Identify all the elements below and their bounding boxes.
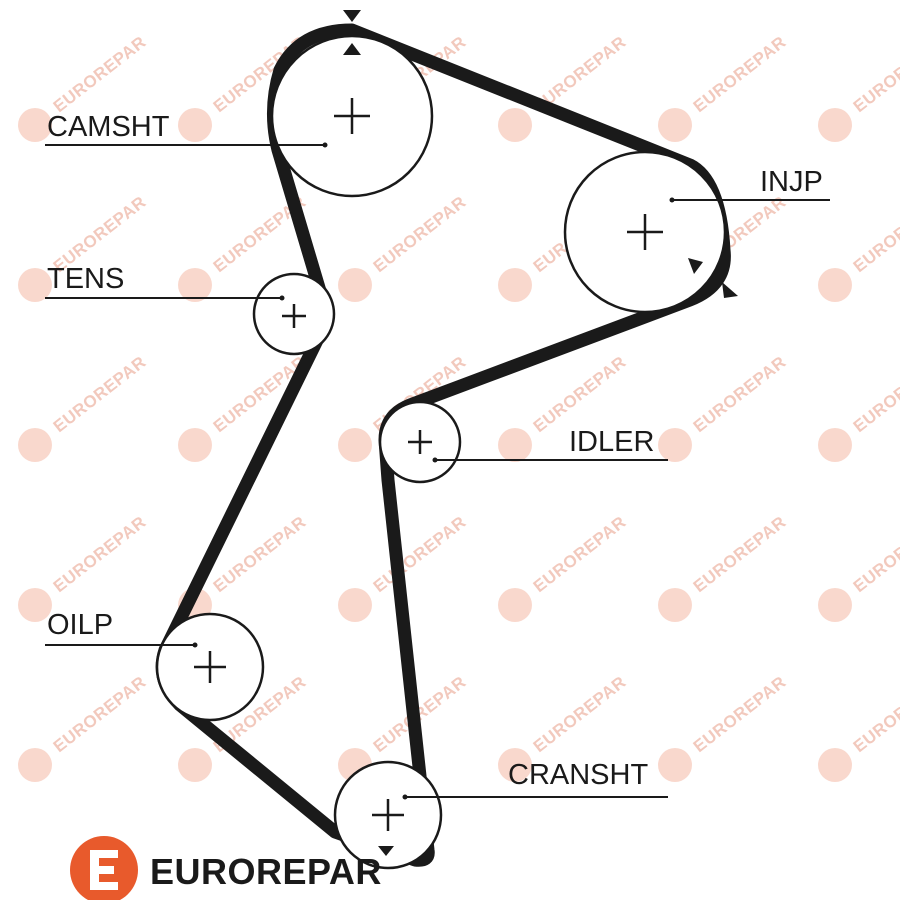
watermark-logo-icon (18, 748, 52, 782)
label-cransht: CRANSHT (508, 759, 648, 791)
watermark-logo-icon (18, 428, 52, 462)
watermark-tile: EUROREPAR (818, 352, 900, 462)
watermark-tile: EUROREPAR (178, 512, 310, 622)
watermark-logo-icon (498, 268, 532, 302)
watermark-tile: EUROREPAR (498, 32, 630, 142)
watermark-text: EUROREPAR (50, 512, 150, 596)
watermark-tile: EUROREPAR (18, 672, 150, 782)
watermark-tile: EUROREPAR (818, 192, 900, 302)
center-cross-icon (194, 651, 226, 683)
watermark-tile: EUROREPAR (658, 672, 790, 782)
watermark-logo-icon (178, 748, 212, 782)
watermark-text: EUROREPAR (850, 352, 900, 436)
watermark-text: EUROREPAR (530, 512, 630, 596)
watermark-tile: EUROREPAR (498, 512, 630, 622)
watermark-tile: EUROREPAR (818, 672, 900, 782)
watermark-logo-icon (178, 268, 212, 302)
watermark-tile: EUROREPAR (658, 352, 790, 462)
watermark-text: EUROREPAR (690, 352, 790, 436)
idler-pulley (378, 400, 462, 484)
watermark-logo-icon (338, 588, 372, 622)
camshaft-timing-mark (343, 10, 361, 55)
watermark-logo-icon (818, 748, 852, 782)
injection-pump-pulley (563, 150, 727, 314)
label-oilp: OILP (47, 609, 113, 641)
watermark-logo-icon (18, 108, 52, 142)
watermark-tile: EUROREPAR (818, 512, 900, 622)
watermark-text: EUROREPAR (50, 32, 150, 116)
watermark-logo-icon (338, 268, 372, 302)
watermark-logo-icon (498, 748, 532, 782)
watermark-tile: EUROREPAR (658, 512, 790, 622)
label-idler: IDLER (569, 426, 654, 458)
watermark-text: EUROREPAR (50, 672, 150, 756)
watermark-logo-icon (498, 588, 532, 622)
watermark-text: EUROREPAR (850, 192, 900, 276)
watermark-text: EUROREPAR (50, 352, 150, 436)
watermark-text: EUROREPAR (850, 512, 900, 596)
tensioner-pulley (252, 272, 336, 356)
watermark-tile: EUROREPAR (338, 192, 470, 302)
center-cross-icon (282, 304, 306, 328)
watermark-logo-icon (658, 588, 692, 622)
center-cross-icon (408, 430, 432, 454)
label-camsht: CAMSHT (47, 111, 170, 143)
camshaft-pulley (270, 34, 434, 198)
watermark-text: EUROREPAR (530, 352, 630, 436)
watermark-text: EUROREPAR (690, 672, 790, 756)
center-cross-icon (334, 98, 370, 134)
watermark-text: EUROREPAR (530, 672, 630, 756)
injection-pump-timing-mark (688, 258, 738, 298)
watermark-logo-icon (18, 588, 52, 622)
center-cross-icon (627, 214, 663, 250)
center-cross-icon (372, 799, 404, 831)
oil-pump-pulley (155, 612, 265, 722)
watermark-text: EUROREPAR (850, 672, 900, 756)
watermark-logo-icon (818, 588, 852, 622)
watermark-logo-icon (178, 108, 212, 142)
watermark-tile: EUROREPAR (658, 32, 790, 142)
watermark-logo-icon (818, 268, 852, 302)
watermark-tile: EUROREPAR (818, 32, 900, 142)
watermark-logo-icon (178, 428, 212, 462)
watermark-logo-icon (498, 108, 532, 142)
watermark-text: EUROREPAR (690, 512, 790, 596)
watermark-text: EUROREPAR (690, 32, 790, 116)
watermark-text: EUROREPAR (370, 192, 470, 276)
watermark-logo-icon (18, 268, 52, 302)
watermark-logo-icon (498, 428, 532, 462)
watermark-logo-icon (338, 428, 372, 462)
watermark-tile: EUROREPAR (18, 512, 150, 622)
brand-name: EUROREPAR (150, 851, 382, 892)
watermark-logo-icon (818, 428, 852, 462)
watermark-logo-icon (818, 108, 852, 142)
watermark-tile: EUROREPAR (18, 352, 150, 462)
timing-belt (155, 23, 731, 867)
watermark-text: EUROREPAR (370, 512, 470, 596)
crankshaft-pulley (333, 760, 443, 870)
watermark-logo-icon (658, 428, 692, 462)
watermark-logo-icon (658, 108, 692, 142)
watermark-logo-icon (658, 748, 692, 782)
label-tens: TENS (47, 263, 124, 295)
label-injp: INJP (760, 166, 823, 198)
watermark-text: EUROREPAR (850, 32, 900, 116)
brand-logo: EUROREPAR (70, 836, 382, 900)
crankshaft-timing-mark (378, 846, 394, 856)
